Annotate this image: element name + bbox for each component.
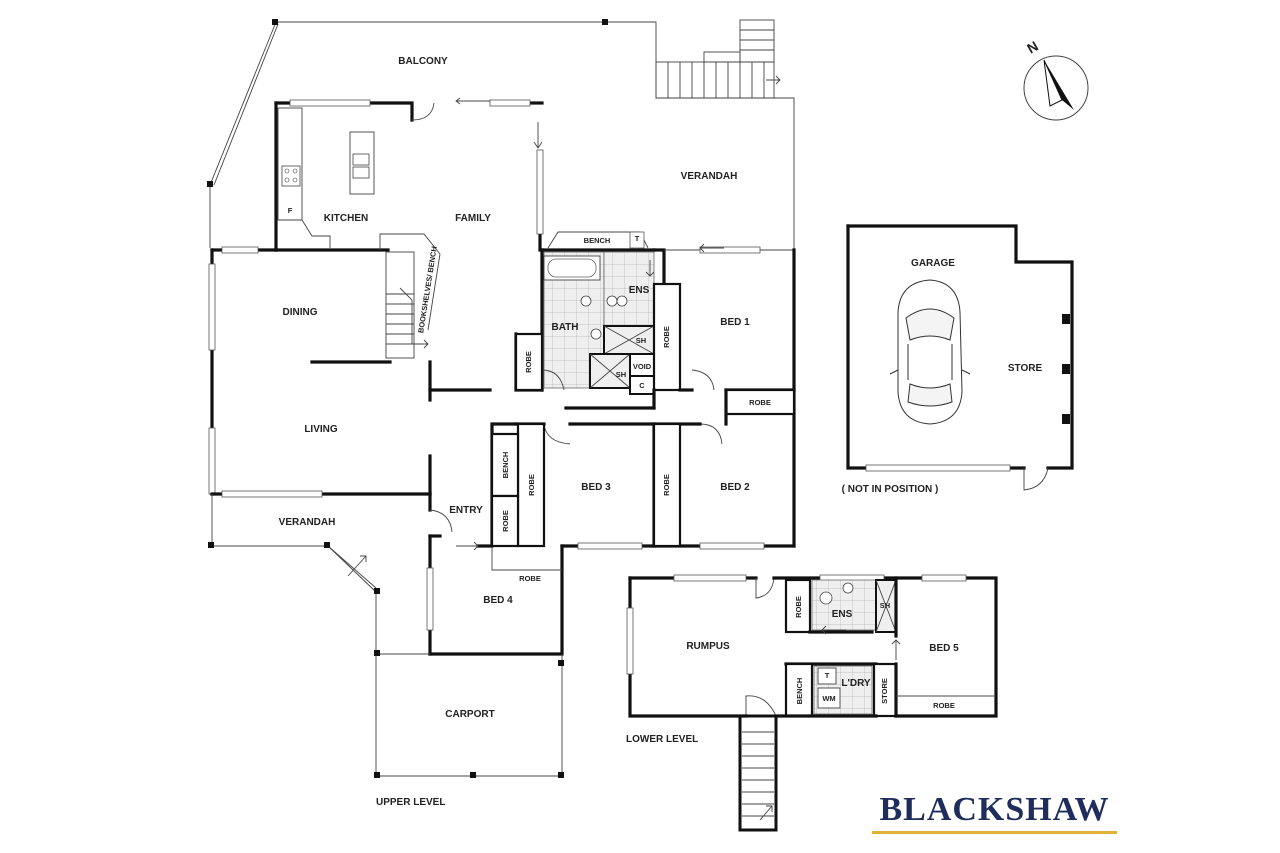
label-fridge: F	[288, 206, 293, 215]
garage	[846, 224, 1074, 491]
car-icon	[889, 279, 971, 425]
label-bench-top: BENCH	[584, 236, 611, 245]
label-wm: WM	[822, 694, 835, 703]
room-label-rumpus: RUMPUS	[686, 641, 730, 652]
north-compass-icon	[1023, 55, 1089, 121]
room-labels: BALCONY VERANDAH KITCHEN FAMILY DINING L…	[279, 56, 1043, 720]
room-label-bath: BATH	[551, 322, 578, 333]
balcony-outline	[207, 19, 795, 250]
room-label-bed1: BED 1	[720, 317, 750, 328]
label-robe-bed4: ROBE	[519, 574, 541, 583]
upper-walls	[208, 97, 796, 778]
room-label-ens-upper: ENS	[629, 285, 650, 296]
room-label-ens-lower: ENS	[832, 609, 853, 620]
note-lower-level: LOWER LEVEL	[626, 734, 698, 745]
room-label-living: LIVING	[304, 424, 338, 435]
room-label-family: FAMILY	[455, 213, 491, 224]
label-bookshelves: BOOKSHELVES/ BENCH	[416, 246, 439, 334]
room-label-bed4: BED 4	[483, 595, 513, 606]
label-void: VOID	[633, 362, 652, 371]
label-sh-ens: SH	[636, 336, 646, 345]
room-label-bed3: BED 3	[581, 482, 611, 493]
compass-label: N	[1024, 38, 1041, 57]
label-bench-entry: BENCH	[501, 452, 510, 479]
room-label-store: STORE	[1008, 363, 1043, 374]
label-robe-bed5: ROBE	[933, 701, 955, 710]
room-label-laundry: L'DRY	[841, 678, 871, 689]
label-robe-entry: ROBE	[501, 510, 510, 532]
room-label-garage: GARAGE	[911, 258, 955, 269]
label-cupboard: C	[639, 381, 645, 390]
brand-underline	[872, 831, 1117, 834]
label-robe-bed3: ROBE	[527, 474, 536, 496]
label-robe-bed1-bottom: ROBE	[749, 398, 771, 407]
room-label-entry: ENTRY	[449, 505, 483, 516]
room-label-dining: DINING	[283, 307, 318, 318]
room-label-verandah-bottom: VERANDAH	[279, 517, 336, 528]
room-label-bed2: BED 2	[720, 482, 750, 493]
label-sh-bath: SH	[616, 370, 626, 379]
note-upper-level: UPPER LEVEL	[376, 797, 445, 808]
label-sh-lower: SH	[880, 601, 890, 610]
label-robe-hall: ROBE	[524, 351, 533, 373]
room-label-verandah-top: VERANDAH	[681, 171, 738, 182]
label-robe-bed2: ROBE	[662, 474, 671, 496]
brand-logo: BLACKSHAW	[879, 791, 1110, 828]
room-label-carport: CARPORT	[445, 709, 494, 720]
room-label-balcony: BALCONY	[398, 56, 448, 67]
room-label-bed5: BED 5	[929, 643, 959, 654]
label-toilet-lower: T	[825, 671, 830, 680]
lower-walls	[626, 574, 998, 832]
room-label-kitchen: KITCHEN	[324, 213, 368, 224]
label-robe-bed1-side: ROBE	[662, 326, 671, 348]
level-notes: ( NOT IN POSITION ) UPPER LEVEL LOWER LE…	[376, 38, 1041, 808]
label-bench-lower: BENCH	[795, 678, 804, 705]
stairs-top	[655, 19, 781, 99]
label-toilet-top: T	[635, 234, 640, 243]
label-robe-rumpus: ROBE	[794, 596, 803, 618]
note-not-in-position: ( NOT IN POSITION )	[842, 484, 939, 495]
label-store-lower: STORE	[880, 678, 889, 704]
